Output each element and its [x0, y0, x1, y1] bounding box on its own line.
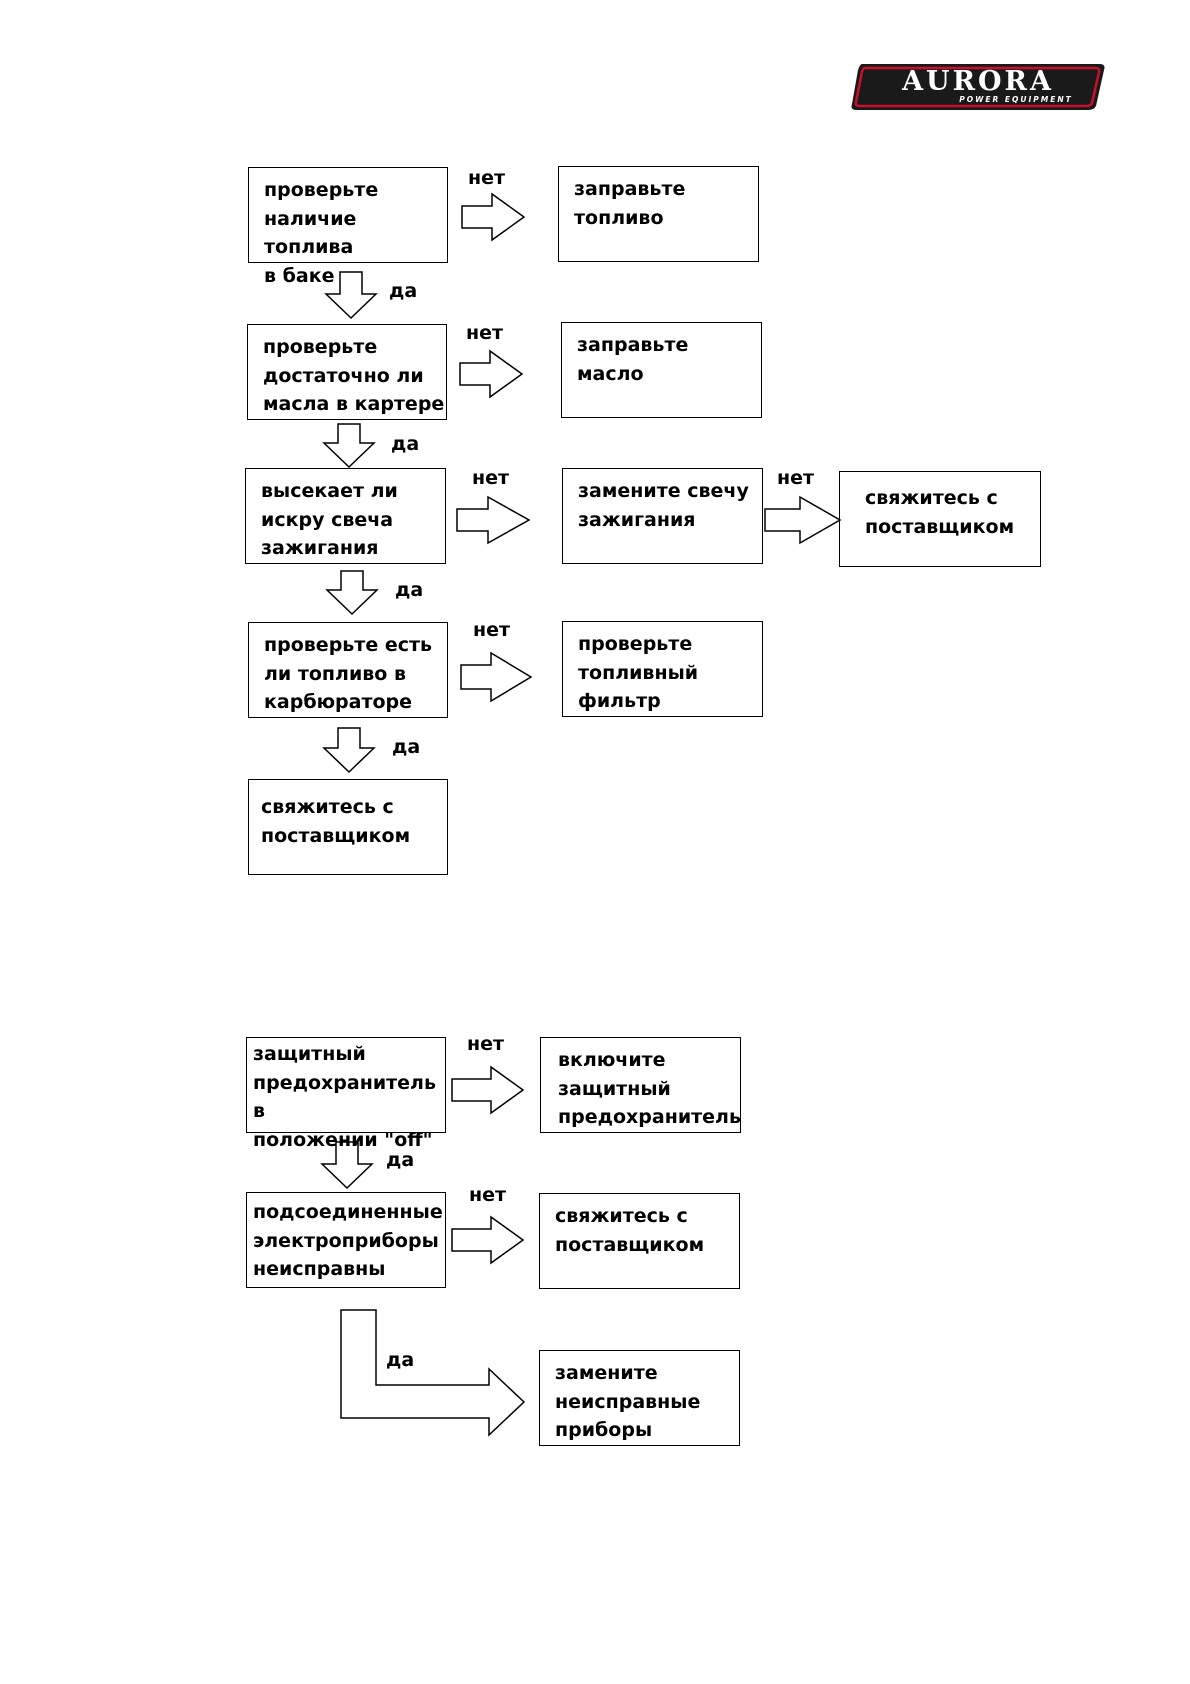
arrow-right-no-6: [451, 1215, 525, 1265]
no-label-5: нет: [467, 1033, 505, 1055]
arrow-down-yes-4: [322, 727, 376, 774]
question-fuel-in-carburetor: проверьте есть ли топливо в карбюраторе: [248, 622, 448, 718]
logo-brand-text: AURORA: [901, 66, 1054, 97]
yes-label-1: да: [389, 280, 418, 302]
arrow-right-no-3: [456, 495, 531, 545]
arrow-right-no-4: [460, 651, 533, 703]
arrow-right-no-5: [451, 1065, 525, 1115]
aurora-logo: AURORA POWER EQUIPMENT: [848, 62, 1108, 116]
action-check-fuel-filter: проверьте топливный фильтр: [562, 621, 763, 717]
yes-label-4: да: [392, 736, 421, 758]
arrow-down-yes-1: [324, 271, 378, 320]
action-refuel: заправьте топливо: [558, 166, 759, 262]
arrow-down-yes-5: [320, 1141, 374, 1190]
yes-label-5: да: [386, 1149, 415, 1171]
arrow-down-yes-2: [322, 423, 376, 469]
no-label-6: нет: [469, 1184, 507, 1206]
arrow-right-no-1: [461, 192, 526, 242]
yes-label-2: да: [391, 433, 420, 455]
no-label-1: нет: [468, 167, 506, 189]
question-spark-plug: высекает ли искру свеча зажигания: [245, 468, 446, 564]
arrow-l-yes-6: [340, 1309, 526, 1437]
arrow-right-no-3b: [764, 495, 842, 545]
arrow-down-yes-3: [325, 570, 379, 616]
logo-tagline-text: POWER EQUIPMENT: [959, 95, 1073, 104]
question-faulty-appliances: подсоединенные электроприборы неисправны: [246, 1192, 446, 1288]
yes-label-6: да: [386, 1349, 415, 1371]
no-label-2: нет: [466, 322, 504, 344]
yes-label-3: да: [395, 579, 424, 601]
final-contact-supplier-1: свяжитесь с поставщиком: [248, 779, 448, 875]
no-label-3b: нет: [777, 467, 815, 489]
question-protective-fuse: защитный предохранитель в положении "off…: [246, 1037, 446, 1151]
question-fuel-in-tank: проверьте наличие топлива в баке: [248, 167, 448, 287]
action-contact-supplier-2: свяжитесь с поставщиком: [539, 1193, 740, 1289]
final-replace-appliances: замените неисправные приборы: [539, 1350, 740, 1446]
action-turn-on-fuse: включите защитный предохранитель: [540, 1037, 741, 1133]
arrow-right-no-2: [459, 349, 524, 399]
action-add-oil: заправьте масло: [561, 322, 762, 418]
action-replace-spark-plug: замените свечу зажигания: [562, 468, 763, 564]
no-label-4: нет: [473, 619, 511, 641]
no-label-3: нет: [472, 467, 510, 489]
question-oil-level: проверьте достаточно ли масла в картере: [247, 324, 447, 420]
action-contact-supplier-1: свяжитесь с поставщиком: [839, 471, 1041, 567]
